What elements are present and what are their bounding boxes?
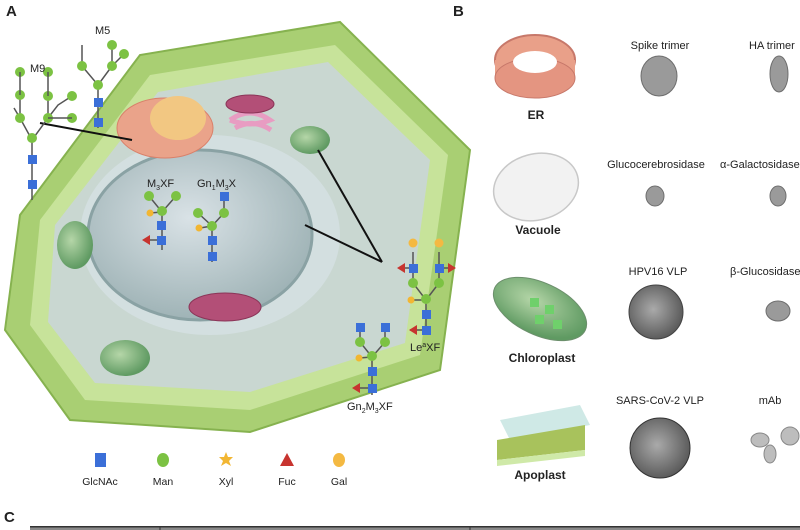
beta-glucosidase-structure (765, 300, 791, 322)
sars-cov-2-vlp-image (629, 417, 691, 479)
glycan-legend: GlcNAc Man Xyl Fuc Gal (82, 452, 347, 488)
nucleus (86, 148, 314, 322)
fuc-triangle-icon (280, 453, 294, 466)
chloroplast (57, 221, 93, 269)
protein-label: α-Galactosidase (720, 159, 800, 171)
man-circle-icon (157, 453, 169, 467)
protein-label: SARS-CoV-2 VLP (616, 395, 704, 407)
legend-label-xyl: Xyl (219, 476, 234, 488)
organelle-label-er: ER (528, 108, 545, 122)
panel-label-c: C (4, 509, 15, 526)
er-image (494, 34, 576, 99)
protein-label: HPV16 VLP (629, 266, 688, 278)
spike-trimer-structure (640, 55, 678, 97)
protein-label: Spike trimer (631, 40, 690, 52)
table-c-header (30, 526, 800, 530)
glycan-label-m5: M5 (95, 25, 110, 37)
vacuole-image (492, 152, 580, 222)
mitochondrion (188, 292, 262, 322)
mab-structure (750, 426, 800, 464)
panel-label-a: A (6, 3, 17, 20)
glycan-gn2m3xf (352, 323, 390, 395)
protein-label: Glucocerebrosidase (607, 159, 705, 171)
gal-circle-icon (333, 453, 345, 467)
protein-label: mAb (759, 395, 782, 407)
glycan-m9 (13, 67, 77, 200)
organelle-label-vacuole: Vacuole (515, 223, 561, 237)
glycan-label-m3xf: M3XF (147, 178, 174, 192)
nucleolus (150, 96, 206, 140)
plant-cell-illustration (3, 20, 472, 434)
chloroplast (100, 340, 150, 376)
glycan-m3xf (142, 191, 181, 250)
organelle-label-chloroplast: Chloroplast (509, 351, 576, 365)
glycan-gn1m3x (193, 192, 229, 262)
organelle-label-apoplast: Apoplast (514, 468, 565, 482)
panel-label-b: B (453, 3, 464, 20)
golgi (228, 110, 276, 133)
legend-label-fuc: Fuc (278, 476, 296, 488)
glycan-label-gn2m3xf: Gn2M3XF (347, 401, 393, 415)
legend-label-glcnac: GlcNAc (82, 476, 118, 488)
glycan-label-gn1m3x: Gn1M3X (197, 178, 237, 192)
alpha-galactosidase-structure (769, 185, 787, 207)
chloroplast (290, 126, 330, 154)
glycan-label-m9: M9 (30, 63, 45, 75)
glcnac-square-icon (95, 453, 106, 467)
protein-label: β-Glucosidase (730, 266, 800, 278)
xyl-star-icon (219, 452, 233, 466)
chloroplast-image (492, 276, 588, 342)
legend-label-gal: Gal (331, 476, 347, 488)
glycan-leaxf (397, 238, 456, 335)
hpv16-vlp-image (628, 284, 684, 340)
mitochondrion (225, 94, 275, 114)
protein-label: HA trimer (749, 40, 795, 52)
legend-label-man: Man (153, 476, 174, 488)
glycan-m5 (77, 40, 129, 128)
glucocerebrosidase-structure (645, 185, 665, 207)
apoplast-image (497, 405, 590, 466)
glycan-label-leaxf: LeaXF (410, 342, 440, 354)
ha-trimer-structure (769, 55, 789, 93)
